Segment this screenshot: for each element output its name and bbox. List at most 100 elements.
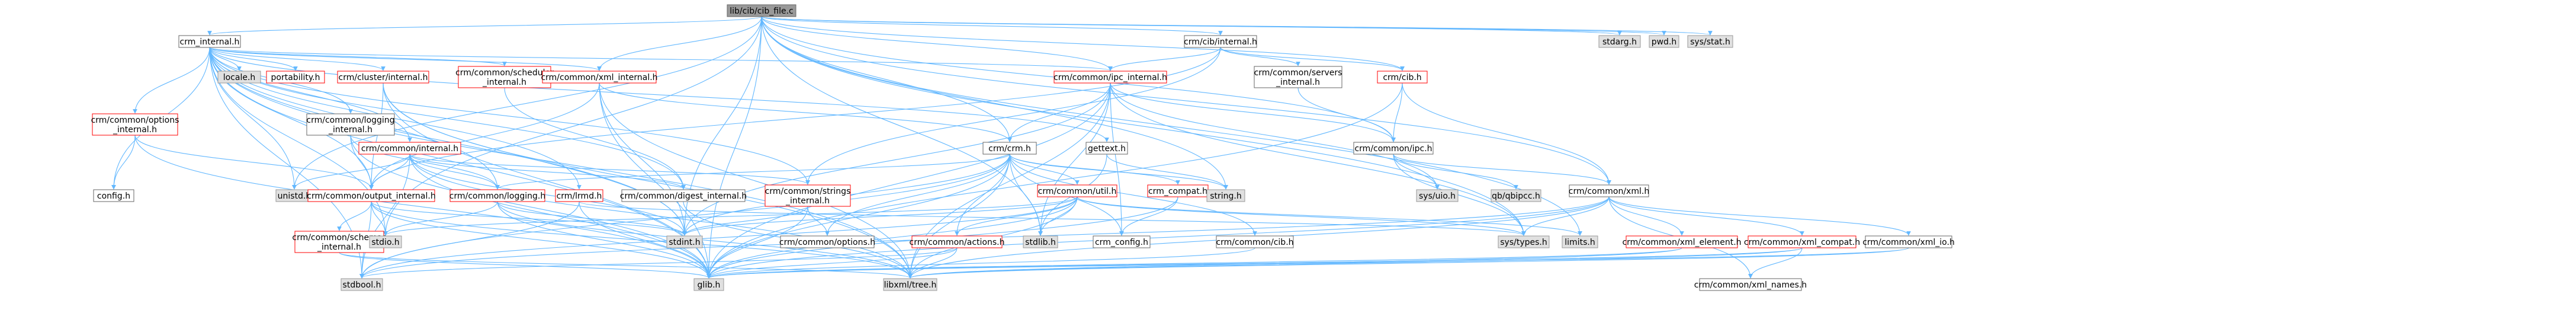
- edge-ipc_h-to-qbipcc: [1393, 154, 1518, 190]
- node-logging-internal[interactable]: crm/common/logging_internal.h: [306, 113, 395, 136]
- node-label: crm/common/digest_internal.h: [620, 191, 747, 201]
- node-util-h[interactable]: crm/common/util.h: [1037, 184, 1117, 197]
- node-xml-element[interactable]: crm/common/xml_element.h: [1622, 235, 1742, 248]
- node-label: stdbool.h: [343, 280, 381, 290]
- node-xml-compat[interactable]: crm/common/xml_compat.h: [1744, 235, 1860, 248]
- node-scheduler-internal[interactable]: crm/common/scheduler_internal.h: [455, 66, 554, 88]
- node-config[interactable]: config.h: [93, 189, 134, 202]
- edge-util_h-to-stdbool: [359, 196, 1078, 279]
- node-unistd[interactable]: unistd.h: [275, 189, 313, 202]
- edge-output_internal-to-glib: [371, 201, 711, 279]
- node-ipc-internal[interactable]: crm/common/ipc_internal.h: [1053, 71, 1167, 84]
- node-root[interactable]: lib/cib/cib_file.c: [727, 4, 796, 17]
- node-box: [1023, 235, 1058, 248]
- edge-crm_internal-to-portability: [209, 47, 298, 71]
- edge-cluster_internal-to-output_internal: [369, 82, 384, 190]
- node-pwd[interactable]: pwd.h: [1649, 35, 1679, 48]
- node-sysuio[interactable]: sys/uio.h: [1416, 189, 1459, 202]
- node-sysstat[interactable]: sys/stat.h: [1687, 35, 1733, 48]
- edge-crm_internal-to-gettext: [209, 47, 1109, 142]
- node-box: [555, 189, 603, 202]
- node-string-h[interactable]: string.h: [1206, 189, 1245, 202]
- edge-xml_io-to-glib: [706, 247, 1909, 279]
- node-stdbool[interactable]: stdbool.h: [341, 278, 383, 291]
- node-xml-io[interactable]: crm/common/xml_io.h: [1862, 235, 1955, 248]
- node-cib-h[interactable]: crm/cib.h: [1377, 71, 1428, 84]
- node-stdarg[interactable]: stdarg.h: [1598, 35, 1641, 48]
- node-label: crm/common/output_internal.h: [307, 191, 435, 201]
- node-locale[interactable]: locale.h: [217, 71, 261, 84]
- edge-options_internal-to-glib: [134, 135, 711, 279]
- node-systypes[interactable]: sys/types.h: [1498, 235, 1550, 248]
- edge-util_h-to-limits: [1077, 196, 1582, 236]
- node-label: crm/cib/internal.h: [1184, 37, 1257, 47]
- edge-crm_internal-to-options_internal: [133, 47, 210, 114]
- node-label: crm/common/options.h: [779, 238, 875, 247]
- edge-crm_h-to-actions: [955, 154, 1010, 236]
- edge-common_internal-to-libxml: [409, 154, 913, 279]
- edge-cib_internal-to-cib_h: [1220, 47, 1405, 71]
- node-digest-internal[interactable]: crm/common/digest_internal.h: [620, 189, 747, 202]
- node-portability[interactable]: portability.h: [266, 71, 325, 84]
- node-label: crm/cluster/internal.h: [339, 73, 428, 82]
- node-limits[interactable]: limits.h: [1562, 235, 1598, 248]
- edge-logging_h-to-libxml: [497, 201, 913, 279]
- node-qbipcc[interactable]: qb/qbipcc.h: [1491, 189, 1541, 202]
- edge-cib_h-to-xml_h: [1402, 82, 1611, 185]
- node-logging-h[interactable]: crm/common/logging.h: [449, 189, 545, 202]
- node-crm-config[interactable]: crm_config.h: [1093, 235, 1151, 248]
- node-libxml[interactable]: libxml/tree.h: [883, 278, 937, 291]
- node-label: _internal.h: [1276, 78, 1320, 87]
- node-cluster-internal[interactable]: crm/cluster/internal.h: [337, 71, 429, 84]
- node-box: [1491, 189, 1541, 202]
- node-common-internal[interactable]: crm/common/internal.h: [358, 142, 461, 155]
- node-label: crm/common/cib.h: [1216, 238, 1293, 247]
- node-gettext[interactable]: gettext.h: [1085, 142, 1128, 155]
- node-label: crm/common/logging: [306, 116, 394, 125]
- node-label: crm/common/strings: [765, 187, 851, 196]
- edge-logging_h-to-glib: [497, 201, 711, 279]
- nodes-layer: lib/cib/cib_file.c crm_internal.h crm/cib/…: [91, 4, 1955, 291]
- edge-root-to-systypes: [761, 16, 1526, 236]
- node-common-cib[interactable]: crm/common/cib.h: [1216, 235, 1294, 248]
- edge-root-to-sysstat: [761, 16, 1713, 36]
- edge-logging_internal-to-logging_h: [350, 135, 500, 190]
- node-glib[interactable]: glib.h: [693, 278, 724, 291]
- edge-crm_internal-to-libxml: [209, 47, 913, 279]
- node-cib-internal[interactable]: crm/cib/internal.h: [1184, 35, 1257, 48]
- edge-root-to-cib_h: [761, 16, 1405, 71]
- node-stdio[interactable]: stdio.h: [369, 235, 402, 248]
- node-xml-internal[interactable]: crm/common/xml_internal.h: [541, 71, 658, 84]
- node-actions[interactable]: crm/common/actions.h: [910, 235, 1005, 248]
- node-options-h[interactable]: crm/common/options.h: [779, 235, 875, 248]
- node-ipc-h[interactable]: crm/common/ipc.h: [1353, 142, 1434, 155]
- node-label: crm_compat.h: [1148, 187, 1207, 196]
- node-box: [306, 113, 395, 136]
- node-box: [693, 278, 724, 291]
- node-label: limits.h: [1565, 238, 1595, 247]
- node-label: _internal.h: [113, 125, 157, 135]
- node-schemas-internal[interactable]: crm/common/schemas_internal.h: [292, 231, 387, 253]
- node-strings-internal[interactable]: crm/common/strings_internal.h: [765, 184, 851, 207]
- node-box: [1865, 235, 1952, 248]
- node-label: crm/common/ipc_internal.h: [1053, 73, 1167, 82]
- node-stdlib[interactable]: stdlib.h: [1023, 235, 1058, 248]
- edge-lrmd-to-systypes: [579, 201, 1526, 236]
- edge-ipc_internal-to-systypes: [1110, 82, 1526, 236]
- node-label: stdio.h: [371, 238, 399, 247]
- edge-cluster_internal-to-libxml: [383, 82, 913, 279]
- node-xml-names[interactable]: crm/common/xml_names.h: [1694, 278, 1807, 291]
- node-lrmd[interactable]: crm/lrmd.h: [555, 189, 603, 202]
- node-label: crm/common/logging.h: [449, 191, 545, 201]
- node-crm-internal[interactable]: crm_internal.h: [178, 35, 241, 48]
- node-stdint[interactable]: stdint.h: [666, 235, 703, 248]
- node-xml-h[interactable]: crm/common/xml.h: [1569, 184, 1649, 197]
- node-options-internal[interactable]: crm/common/options_internal.h: [91, 113, 179, 136]
- edge-xml_h-to-glib: [706, 196, 1610, 279]
- edge-xml_internal-to-libxml: [599, 82, 913, 279]
- edge-schemas_internal-to-libxml: [339, 252, 913, 279]
- node-crm-compat[interactable]: crm_compat.h: [1147, 184, 1209, 197]
- node-crm-h[interactable]: crm/crm.h: [982, 142, 1037, 155]
- node-output-internal[interactable]: crm/common/output_internal.h: [307, 189, 436, 202]
- node-servers-internal[interactable]: crm/common/servers_internal.h: [1254, 66, 1342, 88]
